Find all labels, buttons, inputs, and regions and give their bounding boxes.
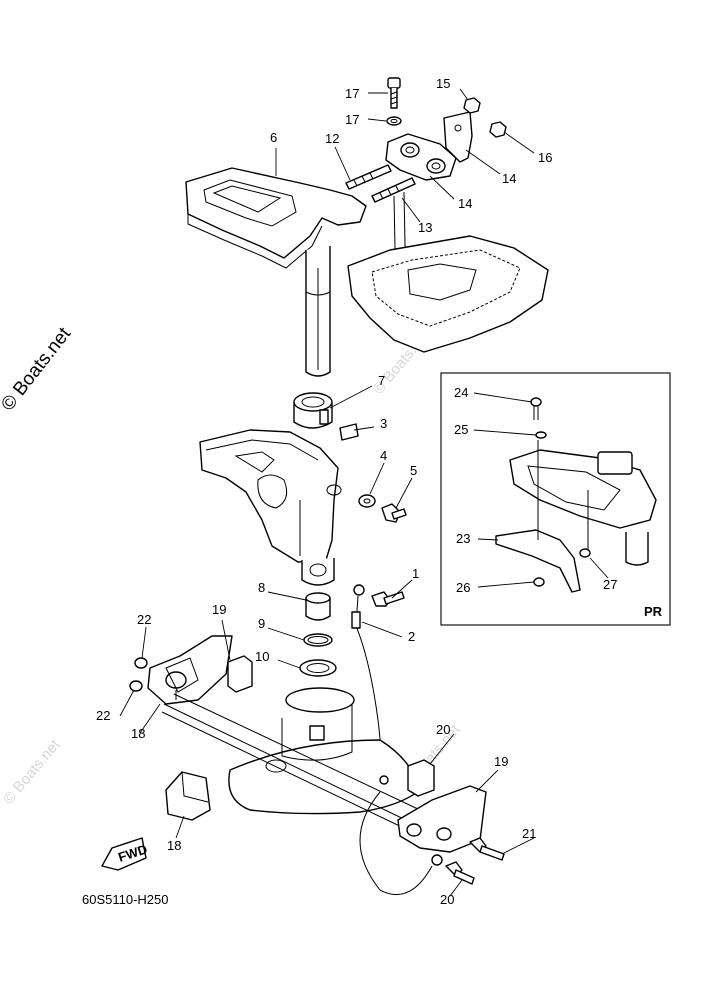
callout-22-upper: 22: [137, 612, 151, 627]
callout-13: 14: [502, 171, 516, 186]
callout-27: 27: [603, 577, 617, 592]
callout-24: 24: [454, 385, 468, 400]
oil-seal-part-10: [299, 659, 337, 677]
callout-23: 23: [456, 531, 470, 546]
bolt-part-15: [387, 77, 401, 109]
inset-label-pr: PR: [644, 604, 663, 619]
callout-25: 25: [454, 422, 468, 437]
callout-14-top: 15: [436, 76, 450, 91]
bushing-part-7: [293, 392, 333, 429]
through-rods: [161, 693, 421, 831]
nut-part-22: [129, 657, 148, 692]
pad-part-19-left: [227, 655, 253, 693]
callout-17-left: 18: [131, 726, 145, 741]
callout-11-lower: 13: [418, 220, 432, 235]
diagram-code: 60S5110-H250: [82, 892, 169, 907]
callout-10: 10: [255, 649, 269, 664]
bolt-part-20: [431, 854, 475, 885]
callout-22-lower: 22: [96, 708, 110, 723]
callout-1: 1: [412, 566, 419, 581]
callout-7: 7: [378, 373, 385, 388]
nut-part-14: [463, 97, 507, 138]
callout-18: 18: [167, 838, 181, 853]
callout-21: 21: [522, 826, 536, 841]
callout-3: 3: [380, 416, 387, 431]
leader-lines: [119, 88, 609, 897]
watermark-main: © Boats.net: [0, 323, 76, 415]
callout-16: 17: [345, 112, 359, 127]
callout-9: 9: [258, 616, 265, 631]
callout-2: 2: [408, 629, 415, 644]
swivel-bracket: [199, 429, 342, 586]
callout-14-right: 16: [538, 150, 552, 165]
callout-6: 6: [270, 130, 277, 145]
washer-part-16: [386, 116, 402, 126]
callout-11-upper: 12: [325, 131, 339, 146]
fwd-arrow-icon: FWD: [101, 837, 149, 871]
wire-loop: [359, 775, 433, 895]
bolt-part-21: [469, 837, 505, 861]
tab-part-3: [339, 423, 359, 441]
nut-part-4: [358, 494, 376, 508]
lower-casing: [228, 687, 421, 815]
callout-26: 26: [456, 580, 470, 595]
bracket-part-17-left: [147, 635, 233, 705]
steering-bracket-part-6: [185, 167, 367, 377]
callout-20: 20: [440, 892, 454, 907]
callout-8: 8: [258, 580, 265, 595]
inset-box: [440, 372, 671, 626]
callout-17-right: 19: [494, 754, 508, 769]
mount-assembly-part-12: [385, 133, 457, 181]
callout-15: 17: [345, 86, 359, 101]
bushing-part-8: [305, 592, 331, 621]
callout-4: 4: [380, 448, 387, 463]
watermark-left: © Boats.net: [0, 736, 64, 808]
bolt-part-5: [381, 503, 407, 523]
callout-5: 5: [410, 463, 417, 478]
callout-19-left: 19: [212, 602, 226, 617]
pad-part-18: [165, 771, 211, 821]
callout-12: 14: [458, 196, 472, 211]
upper-mount-housing: [347, 235, 549, 353]
o-ring-part-9: [303, 633, 333, 647]
bolt-part-1: [371, 591, 405, 607]
pad-part-19-right: [407, 759, 435, 797]
callout-19-right: 20: [436, 722, 450, 737]
